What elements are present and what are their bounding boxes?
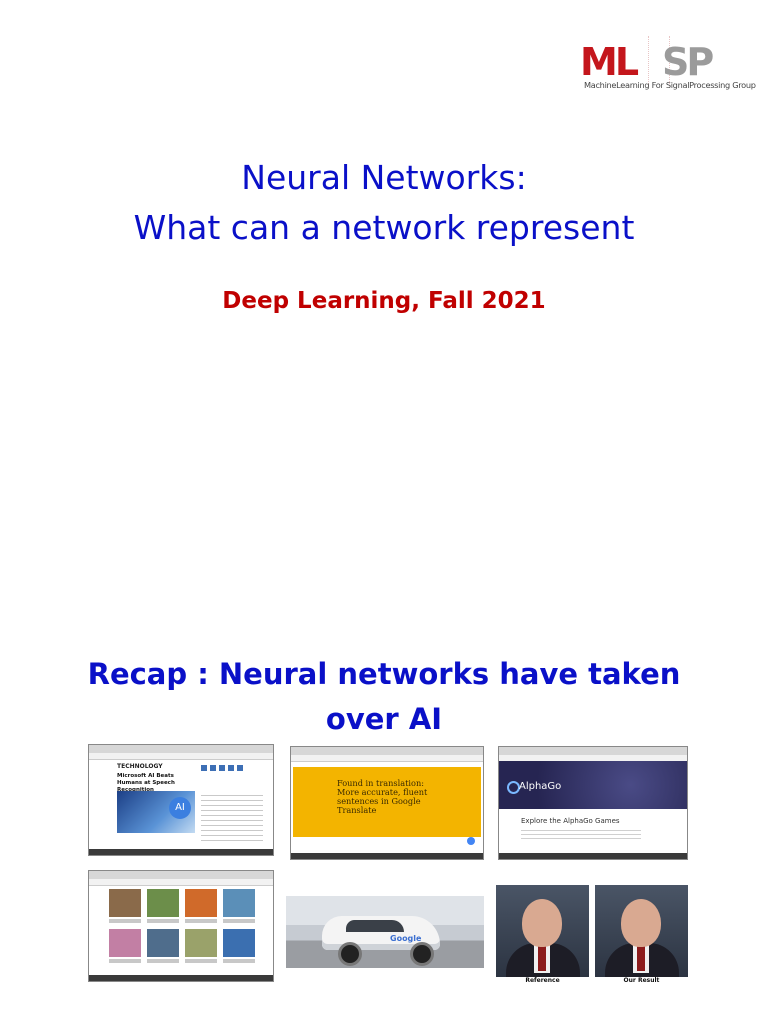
car-window	[346, 920, 404, 932]
thumbnail-alphago: AlphaGo Explore the AlphaGo Games	[498, 746, 688, 860]
tie	[538, 945, 546, 971]
logo-ml: ML	[580, 40, 639, 84]
taskbar	[499, 853, 687, 859]
image-tile	[185, 929, 217, 957]
thumbnail-google-translate: Found in translation: More accurate, flu…	[290, 746, 484, 860]
mlsp-logo: ML SP MachineLearning For SignalProcessi…	[578, 36, 756, 98]
logo-tagline: MachineLearning For SignalProcessing Gro…	[584, 80, 756, 90]
taskbar	[89, 849, 273, 855]
image-tile	[223, 889, 255, 917]
thumb1-site-name: TECHNOLOGY	[117, 763, 163, 770]
face-result	[595, 885, 688, 977]
recap-title: Recap : Neural networks have taken over …	[0, 652, 768, 742]
image-caption	[185, 919, 217, 923]
taskbar	[89, 975, 273, 981]
image-tile	[147, 929, 179, 957]
head	[621, 899, 661, 947]
browser-addressbar	[89, 879, 273, 886]
image-tile	[109, 929, 141, 957]
image-tile	[185, 889, 217, 917]
logo-sp: SP	[662, 40, 714, 84]
caption-reference: Reference	[525, 977, 560, 984]
wheel-icon	[338, 942, 362, 966]
alphago-logo-icon	[507, 781, 520, 794]
logo-decoration-icon	[648, 36, 670, 86]
caption-result: Our Result	[623, 977, 660, 984]
wheel-icon	[410, 942, 434, 966]
slide-title-line-1: Neural Networks:	[241, 158, 527, 197]
slide-subtitle: Deep Learning, Fall 2021	[222, 288, 546, 314]
image-caption	[109, 919, 141, 923]
thumb3-hero	[499, 761, 687, 809]
browser-addressbar	[291, 755, 483, 762]
self-driving-car-photo: Google	[286, 896, 484, 968]
browser-tabbar	[89, 745, 273, 753]
fab-icon	[467, 837, 475, 845]
image-caption	[109, 959, 141, 963]
face-reenactment-comparison: Reference Our Result	[496, 885, 688, 985]
thumb2-headline: Found in translation: More accurate, flu…	[337, 778, 428, 815]
share-icon	[201, 765, 245, 771]
thumb3-heading: Explore the AlphaGo Games	[521, 817, 620, 825]
image-tile	[109, 889, 141, 917]
taskbar	[291, 853, 483, 859]
head	[522, 899, 562, 947]
image-tile	[223, 929, 255, 957]
thumb3-logo-text: AlphaGo	[519, 781, 562, 792]
thumb2-banner	[293, 767, 481, 837]
slide-title-line-2: What can a network represent	[133, 208, 635, 247]
browser-addressbar	[89, 753, 273, 760]
face-reference	[496, 885, 589, 977]
ai-badge-icon: AI	[169, 797, 191, 819]
recap-title-line-2: over AI	[325, 702, 443, 736]
thumb1-sidebar	[201, 791, 263, 841]
image-caption	[147, 959, 179, 963]
image-caption	[223, 959, 255, 963]
thumb3-body	[521, 827, 641, 841]
thumbnail-speech-recognition: TECHNOLOGY Microsoft AI Beats Humans at …	[88, 744, 274, 856]
browser-tabbar	[291, 747, 483, 755]
browser-tabbar	[499, 747, 687, 755]
slide-1: ML SP MachineLearning For SignalProcessi…	[133, 36, 756, 539]
recap-title-line-1: Recap : Neural networks have taken	[87, 657, 681, 691]
tie	[637, 945, 645, 971]
image-caption	[223, 919, 255, 923]
thumbnail-image-search	[88, 870, 274, 982]
car-logo: Google	[390, 934, 422, 943]
image-tile	[147, 889, 179, 917]
image-caption	[147, 919, 179, 923]
thumb1-headline: Microsoft AI Beats Humans at Speech Reco…	[117, 773, 175, 793]
image-caption	[185, 959, 217, 963]
browser-tabbar	[89, 871, 273, 879]
